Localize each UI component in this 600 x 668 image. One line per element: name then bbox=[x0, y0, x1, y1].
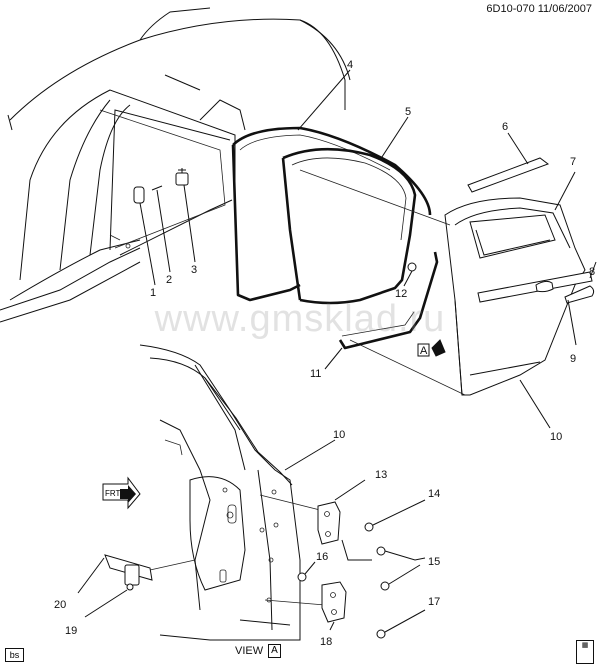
callout-20: 20 bbox=[54, 599, 66, 611]
view-letter-box: A bbox=[268, 644, 281, 658]
watermark: www.gmsklad.ru bbox=[154, 298, 446, 340]
moulding-11 bbox=[324, 251, 439, 370]
view-a-arrow-label: A bbox=[420, 345, 428, 357]
callout-15: 15 bbox=[428, 556, 440, 568]
callout-13: 13 bbox=[375, 469, 387, 481]
callout-10-lower: 10 bbox=[333, 429, 345, 441]
callout-14: 14 bbox=[428, 488, 440, 500]
door-assembly-upper bbox=[444, 132, 597, 429]
callout-12: 12 bbox=[395, 288, 407, 300]
callout-18: 18 bbox=[320, 636, 332, 648]
callout-19: 19 bbox=[65, 625, 77, 637]
hinge-18 bbox=[321, 581, 347, 631]
document-icon: ▦ bbox=[576, 640, 594, 664]
callout-11: 11 bbox=[310, 368, 321, 380]
view-a-arrow bbox=[417, 339, 446, 357]
hinge-13 bbox=[317, 479, 366, 545]
callout-3: 3 bbox=[191, 264, 197, 276]
bs-badge: bs bbox=[5, 648, 24, 662]
striker-parts bbox=[133, 168, 196, 286]
callout-6: 6 bbox=[502, 121, 508, 133]
frt-icon-label: FRT bbox=[105, 489, 121, 498]
callout-16: 16 bbox=[316, 551, 328, 563]
callout-9: 9 bbox=[570, 353, 576, 365]
callout-8: 8 bbox=[589, 266, 595, 278]
view-label: VIEW bbox=[235, 645, 264, 657]
frt-icon: FRT bbox=[102, 476, 141, 510]
callout-7: 7 bbox=[570, 156, 576, 168]
callout-10-upper: 10 bbox=[550, 431, 562, 443]
weatherstrip-5 bbox=[281, 116, 417, 305]
diagram-code: 6D10-070 11/06/2007 bbox=[486, 3, 592, 15]
callout-1: 1 bbox=[150, 287, 156, 299]
callout-17: 17 bbox=[428, 596, 440, 608]
bolts bbox=[297, 499, 426, 639]
callout-2: 2 bbox=[166, 274, 172, 286]
assembly-lines bbox=[299, 169, 466, 396]
callout-5: 5 bbox=[405, 106, 411, 118]
weatherstrip-4 bbox=[231, 69, 432, 302]
door-lower-view bbox=[139, 344, 336, 641]
callout-4: 4 bbox=[347, 59, 353, 71]
door-check-20 bbox=[77, 554, 196, 618]
